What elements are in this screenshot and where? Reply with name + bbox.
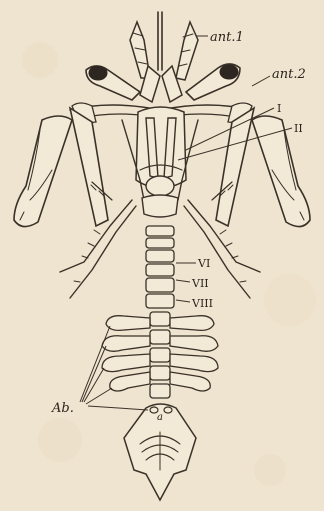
label-segment-VII: VII [191,277,209,290]
cephalothorax [122,107,198,200]
label-segment-VI: VI [197,257,210,270]
left-cheliped [14,108,108,227]
label-segment-VIII: VIII [191,297,213,310]
eye-stalks [86,64,240,100]
right-eye [220,65,238,79]
segmented-axis [142,195,178,398]
antennule-pair [130,12,198,102]
label-ant-1: ant.1 [210,30,244,45]
label-appendage-I: I [277,102,281,115]
label-appendage-II: II [294,122,303,135]
label-a: a [157,412,163,423]
label-ant-2: ant.2 [272,67,306,82]
label-ab: Ab. [51,401,74,416]
left-eye [89,66,107,80]
